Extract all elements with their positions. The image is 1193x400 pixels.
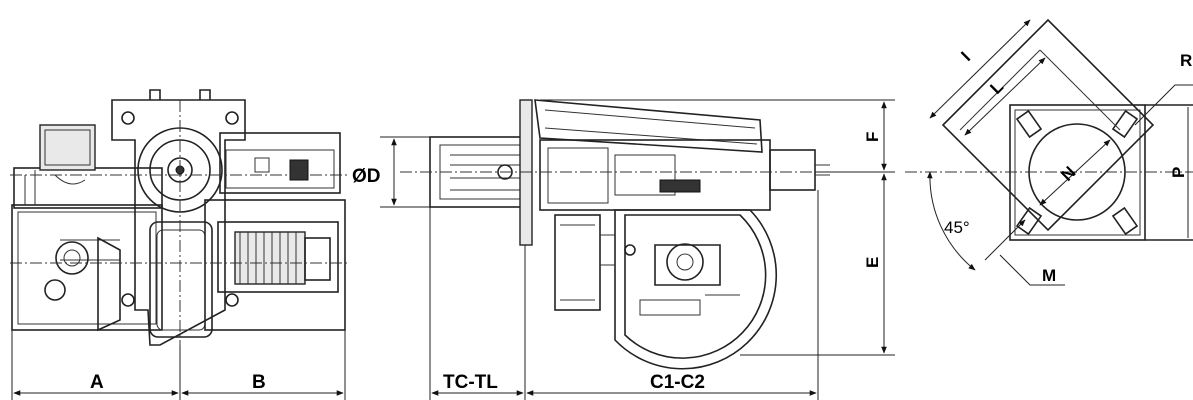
front-view (10, 89, 350, 400)
side-fan-housing (614, 209, 778, 370)
front-left-casing (11, 204, 163, 331)
label-c1-c2: C1-C2 (650, 372, 705, 393)
label-angle-45: 45° (944, 218, 970, 237)
side-pump-box (554, 214, 601, 311)
label-l: L (986, 77, 1007, 98)
label-b: B (252, 372, 266, 393)
label-r: R (1180, 51, 1192, 70)
front-upper-panel (13, 167, 163, 209)
front-motor (217, 221, 339, 293)
dimension-l-line (964, 57, 1046, 136)
side-view (380, 99, 895, 400)
side-control-unit (769, 149, 816, 191)
label-n: N (1057, 163, 1079, 185)
front-control-box (39, 124, 96, 171)
label-diameter-d: ØD (352, 166, 381, 187)
flange-rotated-template (941, 18, 1155, 232)
label-f: F (863, 132, 882, 142)
side-top-cover (534, 99, 763, 153)
label-e: E (863, 257, 882, 268)
label-tc-tl: TC-TL (443, 372, 498, 393)
front-electric-box (219, 132, 341, 194)
dimension-m-leader (999, 254, 1065, 286)
dimension-i-line (929, 19, 1031, 119)
label-p: P (1169, 167, 1188, 178)
front-damper (97, 236, 121, 332)
flange-view (905, 18, 1193, 286)
dimension-r-leader (1134, 84, 1193, 126)
label-a: A (90, 372, 104, 393)
label-m: M (1042, 266, 1056, 285)
side-valve-assembly (666, 243, 704, 281)
label-i: I (957, 48, 974, 65)
angle-45-arc (926, 171, 976, 271)
